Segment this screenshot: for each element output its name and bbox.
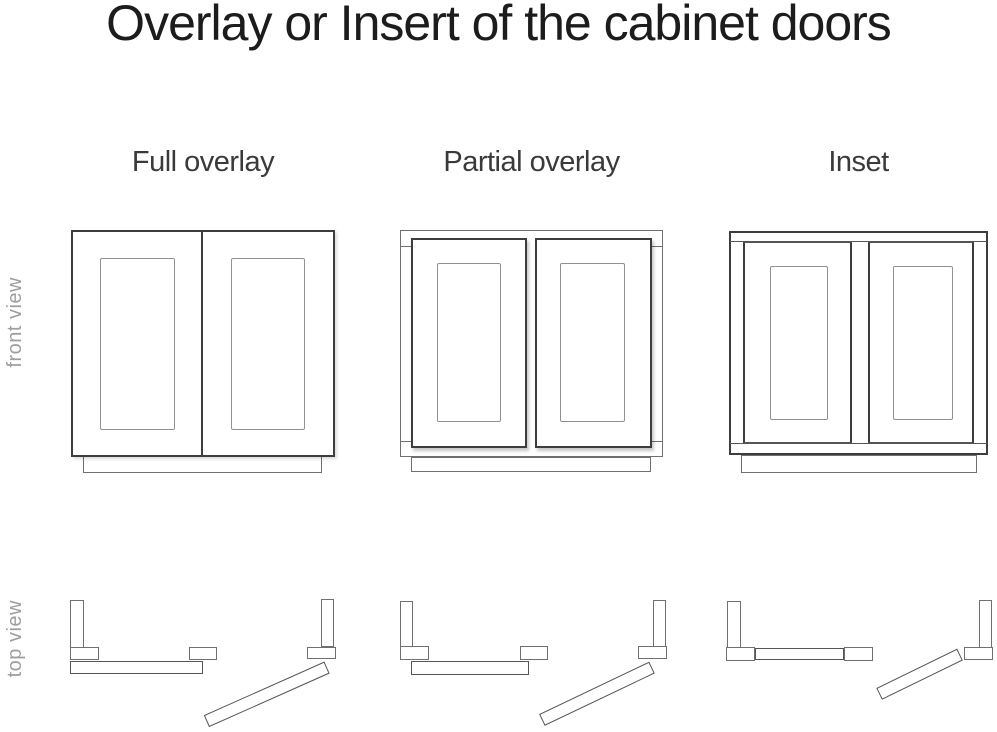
left-door-panel <box>100 258 175 430</box>
left-side-wall <box>727 601 741 648</box>
face-frame-rail-mark <box>400 441 412 442</box>
toe-kick-base <box>411 457 651 472</box>
right-frame-stile <box>638 646 667 659</box>
toe-kick-base <box>83 456 322 473</box>
face-frame-rail-mark <box>651 246 663 247</box>
left-frame-stile <box>70 647 99 660</box>
left-door-panel <box>437 263 501 422</box>
right-side-wall <box>653 600 666 647</box>
right-door-panel <box>560 263 625 422</box>
column-label-partial-overlay: Partial overlay <box>443 146 620 178</box>
closed-door <box>411 661 529 675</box>
right-door-panel <box>893 266 953 420</box>
left-door-panel <box>770 266 828 420</box>
left-side-wall <box>70 600 84 649</box>
top-rail-line <box>730 241 987 242</box>
left-frame-stile <box>726 647 755 661</box>
right-side-wall <box>979 600 992 648</box>
face-frame-rail-mark <box>651 441 663 442</box>
bottom-rail-line <box>730 443 987 444</box>
column-label-inset: Inset <box>828 146 889 178</box>
door-gap-divider <box>201 230 203 457</box>
right-frame-stile <box>307 647 336 659</box>
open-door <box>539 661 655 726</box>
row-label-top-view: top view <box>4 600 26 678</box>
row-label-front-view: front view <box>4 277 26 368</box>
center-frame-stile <box>189 647 217 660</box>
left-frame-stile <box>400 646 429 660</box>
closed-door <box>755 648 844 660</box>
right-frame-stile <box>964 647 993 660</box>
page-title: Overlay or Insert of the cabinet doors <box>106 0 892 51</box>
center-frame-stile <box>520 646 548 660</box>
left-side-wall <box>400 601 413 647</box>
center-frame-stile <box>844 647 873 661</box>
toe-kick-base <box>741 455 977 473</box>
closed-door <box>70 661 203 674</box>
right-door-panel <box>231 258 305 430</box>
open-door <box>203 661 330 728</box>
right-side-wall <box>321 599 334 647</box>
face-frame-rail-mark <box>400 246 412 247</box>
column-label-full-overlay: Full overlay <box>131 146 275 178</box>
open-door <box>876 648 963 700</box>
